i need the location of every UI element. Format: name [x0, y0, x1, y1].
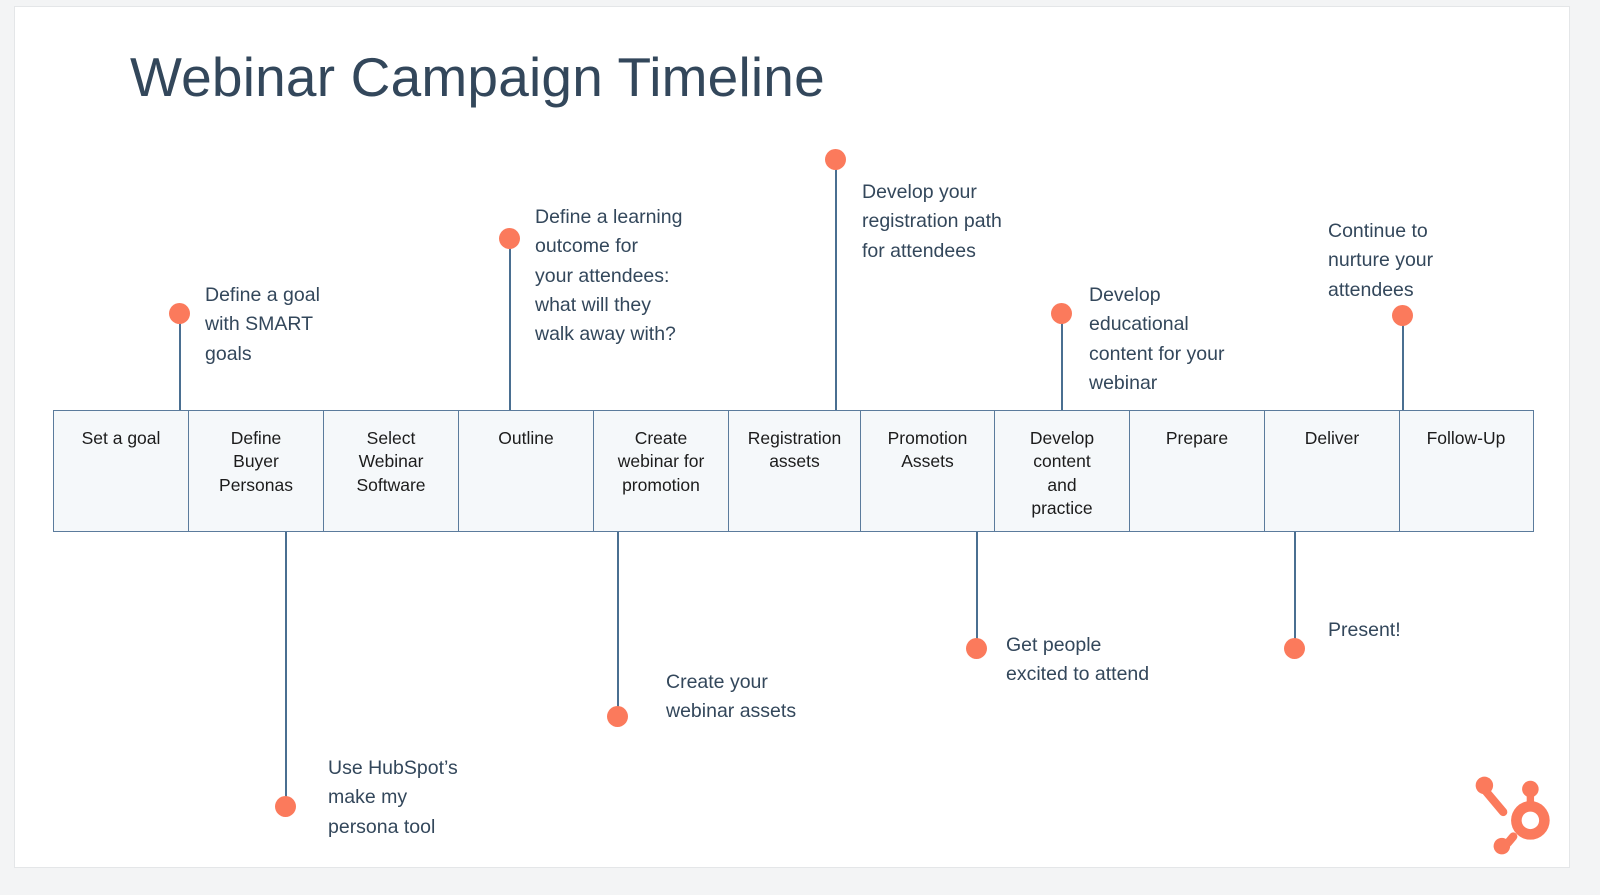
timeline-stage-outline[interactable]: Outline: [459, 411, 594, 531]
connector-stem-above-5: [1402, 317, 1404, 411]
connector-stem-below-2: [617, 531, 619, 717]
timeline-stage-define-buyer-personas[interactable]: Define Buyer Personas: [189, 411, 324, 531]
timeline-stage-set-a-goal[interactable]: Set a goal: [54, 411, 189, 531]
page-title: Webinar Campaign Timeline: [130, 46, 825, 108]
timeline-stage-label: Follow-Up: [1426, 428, 1506, 448]
annotation-below-webinar-assets: Create your webinar assets: [666, 671, 797, 723]
timeline-stage-deliver[interactable]: Deliver: [1265, 411, 1400, 531]
timeline-dot-above-2: [499, 228, 520, 249]
timeline-dot-above-3: [825, 149, 846, 170]
annotation-below-present: Present!: [1328, 619, 1401, 641]
timeline-strip: Set a goal Define Buyer Personas Select …: [53, 410, 1534, 532]
timeline-stage-label: Registration assets: [747, 428, 842, 472]
annotation-above-educational-content: Develop educational content for your web…: [1089, 284, 1225, 394]
timeline-dot-below-4: [1284, 638, 1305, 659]
timeline-stage-label: Outline: [498, 428, 554, 448]
timeline-dot-below-2: [607, 706, 628, 727]
connector-stem-below-4: [1294, 531, 1296, 651]
timeline-stage-label: Set a goal: [81, 428, 161, 448]
timeline-stage-label: Develop content and practice: [1029, 428, 1095, 518]
timeline-stage-prepare[interactable]: Prepare: [1130, 411, 1265, 531]
connector-stem-above-1: [179, 315, 181, 411]
timeline-dot-above-5: [1392, 305, 1413, 326]
timeline-dot-below-3: [966, 638, 987, 659]
timeline-stage-label: Promotion Assets: [887, 428, 968, 472]
timeline-stage-develop-content-and-practice[interactable]: Develop content and practice: [995, 411, 1130, 531]
connector-stem-below-3: [976, 531, 978, 651]
timeline-stage-label: Create webinar for promotion: [617, 428, 705, 495]
timeline-dot-above-4: [1051, 303, 1072, 324]
connector-stem-above-3: [835, 161, 837, 411]
timeline-stage-label: Deliver: [1304, 428, 1360, 448]
annotation-above-nurture-attendees: Continue to nurture your attendees: [1328, 220, 1434, 301]
connector-stem-above-4: [1061, 315, 1063, 411]
timeline-stage-label: Prepare: [1165, 428, 1229, 448]
annotation-above-learning-outcome: Define a learning outcome for your atten…: [535, 206, 683, 345]
timeline-stage-label: Select Webinar Software: [356, 428, 426, 495]
timeline-stage-label: Define Buyer Personas: [219, 428, 293, 495]
timeline-dot-above-1: [169, 303, 190, 324]
timeline-stage-promotion-assets[interactable]: Promotion Assets: [861, 411, 995, 531]
annotation-below-persona-tool: Use HubSpot’s make my persona tool: [328, 757, 458, 838]
timeline-stage-create-webinar-for-promotion[interactable]: Create webinar for promotion: [594, 411, 729, 531]
annotation-above-define-goal: Define a goal with SMART goals: [205, 284, 320, 365]
timeline-dot-below-1: [275, 796, 296, 817]
connector-stem-below-1: [285, 531, 287, 807]
annotation-below-get-people-excited: Get people excited to attend: [1006, 634, 1150, 686]
connector-stem-above-2: [509, 239, 511, 411]
timeline-stage-follow-up[interactable]: Follow-Up: [1400, 411, 1532, 531]
timeline-stage-select-webinar-software[interactable]: Select Webinar Software: [324, 411, 459, 531]
annotation-above-registration-path: Develop your registration path for atten…: [862, 181, 1002, 262]
timeline-stage-registration-assets[interactable]: Registration assets: [729, 411, 861, 531]
slide-card: Webinar Campaign Timeline Define a goal …: [14, 6, 1570, 868]
hubspot-sprocket-icon: [1470, 767, 1565, 859]
